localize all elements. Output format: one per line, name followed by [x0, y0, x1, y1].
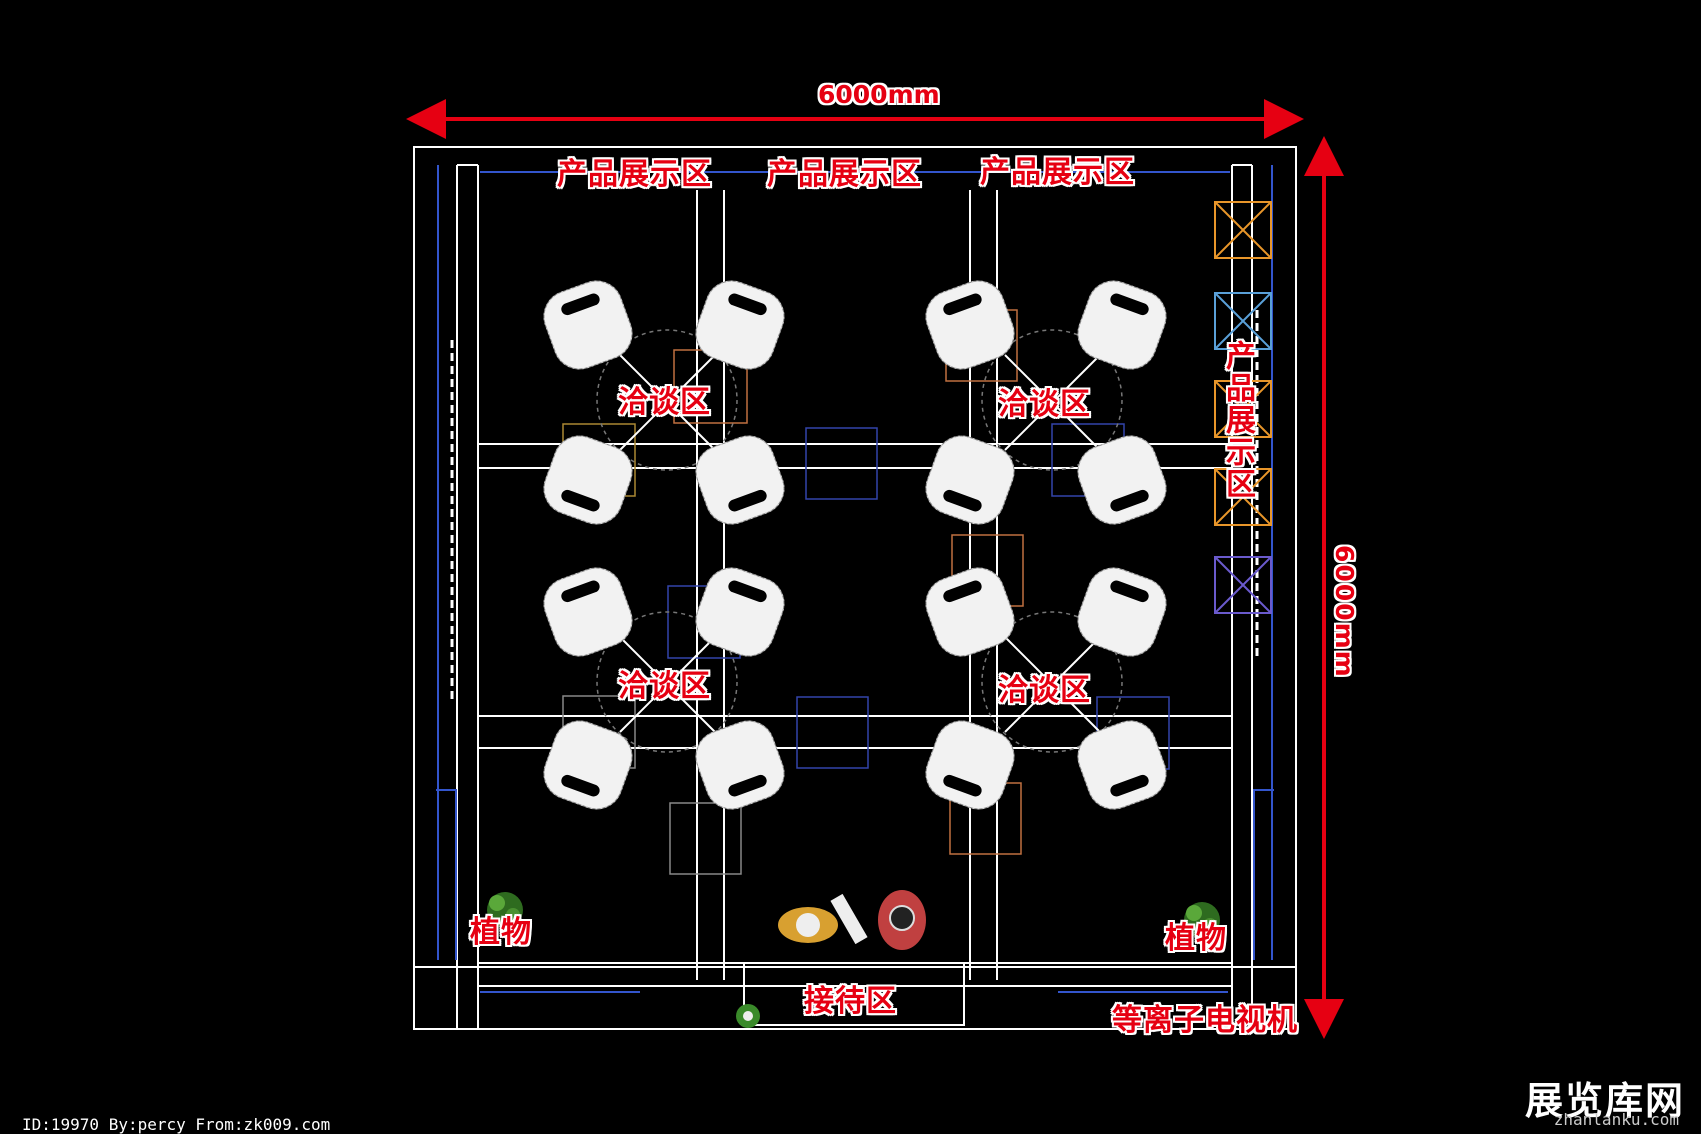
plant-reception-icon: [736, 1004, 760, 1028]
width-dimension-label: 6000mm: [818, 80, 940, 109]
zone-label-plant-right: 植物: [1165, 921, 1227, 956]
brochure-icon: [830, 893, 868, 945]
plant-left-icon: [487, 892, 523, 928]
table-legs: [619, 354, 1101, 733]
person-icon: [778, 907, 838, 943]
footer-credit: ID:19970 By:percy From:zk009.com: [22, 1115, 331, 1134]
zone-label-negotiation-2: 洽谈区: [998, 387, 1091, 422]
zone-label-product-top-3: 产品展示区: [980, 155, 1135, 190]
reception-desk: [743, 962, 965, 1026]
watermark-logo: 展览库网: [1524, 1079, 1685, 1123]
display-cubes: [1214, 201, 1272, 614]
zone-label-product-top-1: 产品展示区: [557, 157, 712, 192]
chairs: [536, 273, 1174, 817]
zone-label-reception: 接待区: [804, 984, 897, 1019]
person-icon: [878, 890, 926, 950]
zone-label-negotiation-4: 洽谈区: [998, 673, 1091, 708]
zone-label-plant-left: 植物: [470, 915, 532, 950]
depth-dimension-label: 6000mm: [1330, 545, 1359, 679]
zone-label-tv: 等离子电视机: [1112, 1003, 1298, 1038]
zone-label-negotiation-3: 洽谈区: [618, 669, 711, 704]
plant-right-icon: [1184, 902, 1220, 938]
zone-label-product-side: 产品展示区: [1220, 340, 1255, 500]
negotiation-tables: [596, 329, 1123, 753]
zone-label-negotiation-1: 洽谈区: [618, 385, 711, 420]
zone-label-product-top-2: 产品展示区: [767, 157, 922, 192]
watermark-url: zhanlanku.com: [1553, 1110, 1679, 1129]
booth-walls: [413, 146, 1297, 1030]
